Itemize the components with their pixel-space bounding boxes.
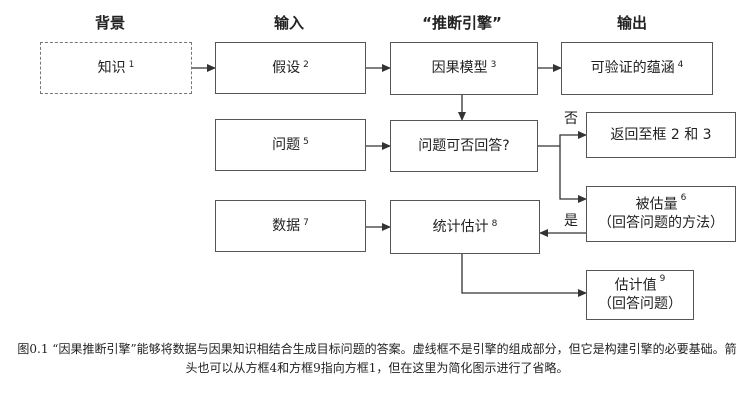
- box-return: 返回至框 2 和 3: [586, 112, 736, 158]
- box-answerable-label: 问题可否回答?: [418, 137, 510, 154]
- box-answerable: 问题可否回答?: [390, 120, 538, 172]
- box-testable-label: 可验证的蕴涵: [590, 60, 675, 77]
- box-assumptions-num: 2: [303, 59, 309, 70]
- header-input: 输入: [273, 14, 305, 32]
- edge-label-yes: 是: [563, 210, 579, 230]
- box-estimand-label: 被估量: [635, 196, 678, 213]
- box-estimand-num: 6: [680, 192, 687, 203]
- box-causal-model-num: 3: [490, 60, 497, 71]
- box-knowledge-label: 知识: [97, 59, 126, 76]
- box-return-label: 返回至框 2 和 3: [610, 126, 712, 143]
- header-output: 输出: [616, 14, 648, 32]
- figure-caption: 图0.1 “因果推断引擎”能够将数据与因果知识相结合生成目标问题的答案。虚线框不…: [17, 342, 737, 375]
- box-assumptions-label: 假设: [272, 59, 301, 76]
- box-estimate-label: 估计值: [614, 277, 657, 294]
- box-stat-label: 统计估计: [432, 218, 489, 235]
- arrows-layer: [192, 64, 587, 297]
- arrow-stat-to-estimate: [461, 254, 587, 297]
- box-estimand-sub: （回答问题的方法）: [598, 215, 724, 232]
- box-stat-num: 8: [491, 218, 498, 229]
- arrow-yes-to-estimand: [559, 146, 587, 203]
- box-estimate-num: 9: [659, 273, 666, 284]
- box-knowledge-num: 1: [128, 59, 135, 70]
- box-testable-num: 4: [677, 60, 684, 71]
- box-question-num: 5: [303, 136, 309, 147]
- box-data-label: 数据: [272, 217, 301, 234]
- header-background: 背景: [94, 14, 126, 32]
- arrow-no-to-return: [538, 131, 587, 147]
- box-causal-model-label: 因果模型: [431, 60, 488, 77]
- box-data-num: 7: [303, 217, 309, 228]
- edge-label-no: 否: [563, 108, 579, 128]
- box-estimate-sub: （回答问题）: [598, 296, 682, 313]
- header-engine: “推断引擎”: [422, 14, 502, 32]
- box-question-label: 问题: [272, 136, 301, 153]
